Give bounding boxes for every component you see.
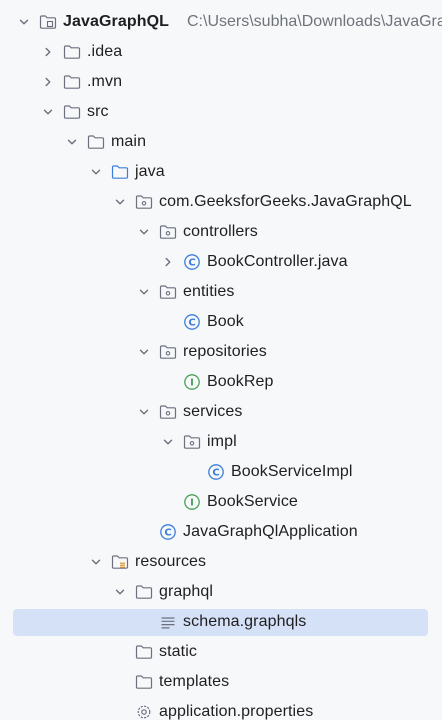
tree-node-label: BookController.java bbox=[207, 253, 348, 270]
tree-node-label: JavaGraphQL bbox=[63, 13, 170, 30]
chevron-down-icon[interactable] bbox=[136, 217, 152, 247]
tree-node-label: services bbox=[183, 403, 243, 420]
tree-node-label: com.GeeksforGeeks.JavaGraphQL bbox=[159, 193, 412, 210]
chevron-right-icon[interactable] bbox=[40, 67, 56, 97]
package-icon bbox=[183, 427, 201, 457]
resources-folder-icon bbox=[111, 547, 129, 577]
svg-text:C: C bbox=[164, 528, 171, 539]
tree-node[interactable]: C BookServiceImpl bbox=[0, 457, 442, 487]
tree-node[interactable]: graphql bbox=[0, 577, 442, 607]
tree-node-label: src bbox=[87, 103, 109, 120]
tree-node[interactable]: repositories bbox=[0, 337, 442, 367]
java-class-icon: C bbox=[183, 247, 201, 277]
folder-icon bbox=[63, 97, 81, 127]
tree-node[interactable]: impl bbox=[0, 427, 442, 457]
tree-node-label: .mvn bbox=[87, 73, 123, 90]
chevron-down-icon[interactable] bbox=[112, 187, 128, 217]
tree-node-label: application.properties bbox=[159, 703, 314, 720]
tree-node[interactable]: com.GeeksforGeeks.JavaGraphQL bbox=[0, 187, 442, 217]
text-file-icon bbox=[159, 607, 177, 637]
chevron-down-icon[interactable] bbox=[136, 337, 152, 367]
tree-node-label: graphql bbox=[159, 583, 214, 600]
svg-text:C: C bbox=[188, 258, 195, 269]
settings-file-icon bbox=[135, 697, 153, 720]
package-icon bbox=[159, 337, 177, 367]
chevron-down-icon[interactable] bbox=[136, 277, 152, 307]
folder-icon bbox=[135, 577, 153, 607]
tree-node-label: templates bbox=[159, 673, 230, 690]
tree-node-label: repositories bbox=[183, 343, 267, 360]
tree-node-label: JavaGraphQlApplication bbox=[183, 523, 358, 540]
tree-node-label: BookServiceImpl bbox=[231, 463, 353, 480]
tree-node-label: .idea bbox=[87, 43, 123, 60]
tree-node[interactable]: src bbox=[0, 97, 442, 127]
tree-node-label: impl bbox=[207, 433, 237, 450]
package-icon bbox=[135, 187, 153, 217]
chevron-down-icon[interactable] bbox=[88, 547, 104, 577]
module-folder-icon bbox=[39, 7, 57, 37]
package-icon bbox=[159, 397, 177, 427]
tree-node[interactable]: C JavaGraphQlApplication bbox=[0, 517, 442, 547]
selection-highlight bbox=[13, 609, 428, 636]
folder-icon bbox=[135, 667, 153, 697]
source-folder-icon bbox=[111, 157, 129, 187]
tree-node[interactable]: services bbox=[0, 397, 442, 427]
tree-node-label: resources bbox=[135, 553, 207, 570]
tree-node-label: BookRep bbox=[207, 373, 274, 390]
folder-icon bbox=[87, 127, 105, 157]
tree-node[interactable]: JavaGraphQL C:\Users\subha\Downloads\Java… bbox=[0, 7, 442, 37]
tree-node[interactable]: schema.graphqls bbox=[0, 607, 442, 637]
chevron-down-icon[interactable] bbox=[88, 157, 104, 187]
svg-text:C: C bbox=[212, 468, 219, 479]
java-interface-icon: I bbox=[183, 487, 201, 517]
tree-node[interactable]: C Book bbox=[0, 307, 442, 337]
tree-node[interactable]: .mvn bbox=[0, 67, 442, 97]
project-path: C:\Users\subha\Downloads\JavaGraphQL bbox=[187, 13, 442, 30]
tree-node-label: Book bbox=[207, 313, 244, 330]
chevron-down-icon[interactable] bbox=[16, 7, 32, 37]
tree-node[interactable]: C BookController.java bbox=[0, 247, 442, 277]
java-interface-icon: I bbox=[183, 367, 201, 397]
tree-node[interactable]: I BookRep bbox=[0, 367, 442, 397]
chevron-right-icon[interactable] bbox=[40, 37, 56, 67]
tree-node-label: entities bbox=[183, 283, 235, 300]
chevron-down-icon[interactable] bbox=[112, 577, 128, 607]
java-class-icon: C bbox=[207, 457, 225, 487]
tree-node[interactable]: entities bbox=[0, 277, 442, 307]
tree-node[interactable]: templates bbox=[0, 667, 442, 697]
tree-node-label: static bbox=[159, 643, 197, 660]
tree-node-label: BookService bbox=[207, 493, 298, 510]
folder-icon bbox=[135, 637, 153, 667]
package-icon bbox=[159, 217, 177, 247]
tree-node[interactable]: java bbox=[0, 157, 442, 187]
tree-node[interactable]: application.properties bbox=[0, 697, 442, 720]
package-icon bbox=[159, 277, 177, 307]
svg-text:I: I bbox=[190, 378, 194, 389]
tree-node-label: java bbox=[135, 163, 165, 180]
chevron-right-icon[interactable] bbox=[160, 247, 176, 277]
java-class-icon: C bbox=[159, 517, 177, 547]
tree-node[interactable]: .idea bbox=[0, 37, 442, 67]
tree-node-label: main bbox=[111, 133, 147, 150]
tree-node[interactable]: static bbox=[0, 637, 442, 667]
tree-node[interactable]: I BookService bbox=[0, 487, 442, 517]
folder-icon bbox=[63, 67, 81, 97]
chevron-down-icon[interactable] bbox=[136, 397, 152, 427]
chevron-down-icon[interactable] bbox=[64, 127, 80, 157]
chevron-down-icon[interactable] bbox=[40, 97, 56, 127]
tree-node[interactable]: main bbox=[0, 127, 442, 157]
java-class-icon: C bbox=[183, 307, 201, 337]
tree-node-label: schema.graphqls bbox=[183, 613, 307, 630]
tree-node-label: controllers bbox=[183, 223, 258, 240]
svg-text:C: C bbox=[188, 318, 195, 329]
folder-icon bbox=[63, 37, 81, 67]
tree-node[interactable]: controllers bbox=[0, 217, 442, 247]
tree-node[interactable]: resources bbox=[0, 547, 442, 577]
svg-text:I: I bbox=[190, 498, 194, 509]
chevron-down-icon[interactable] bbox=[160, 427, 176, 457]
